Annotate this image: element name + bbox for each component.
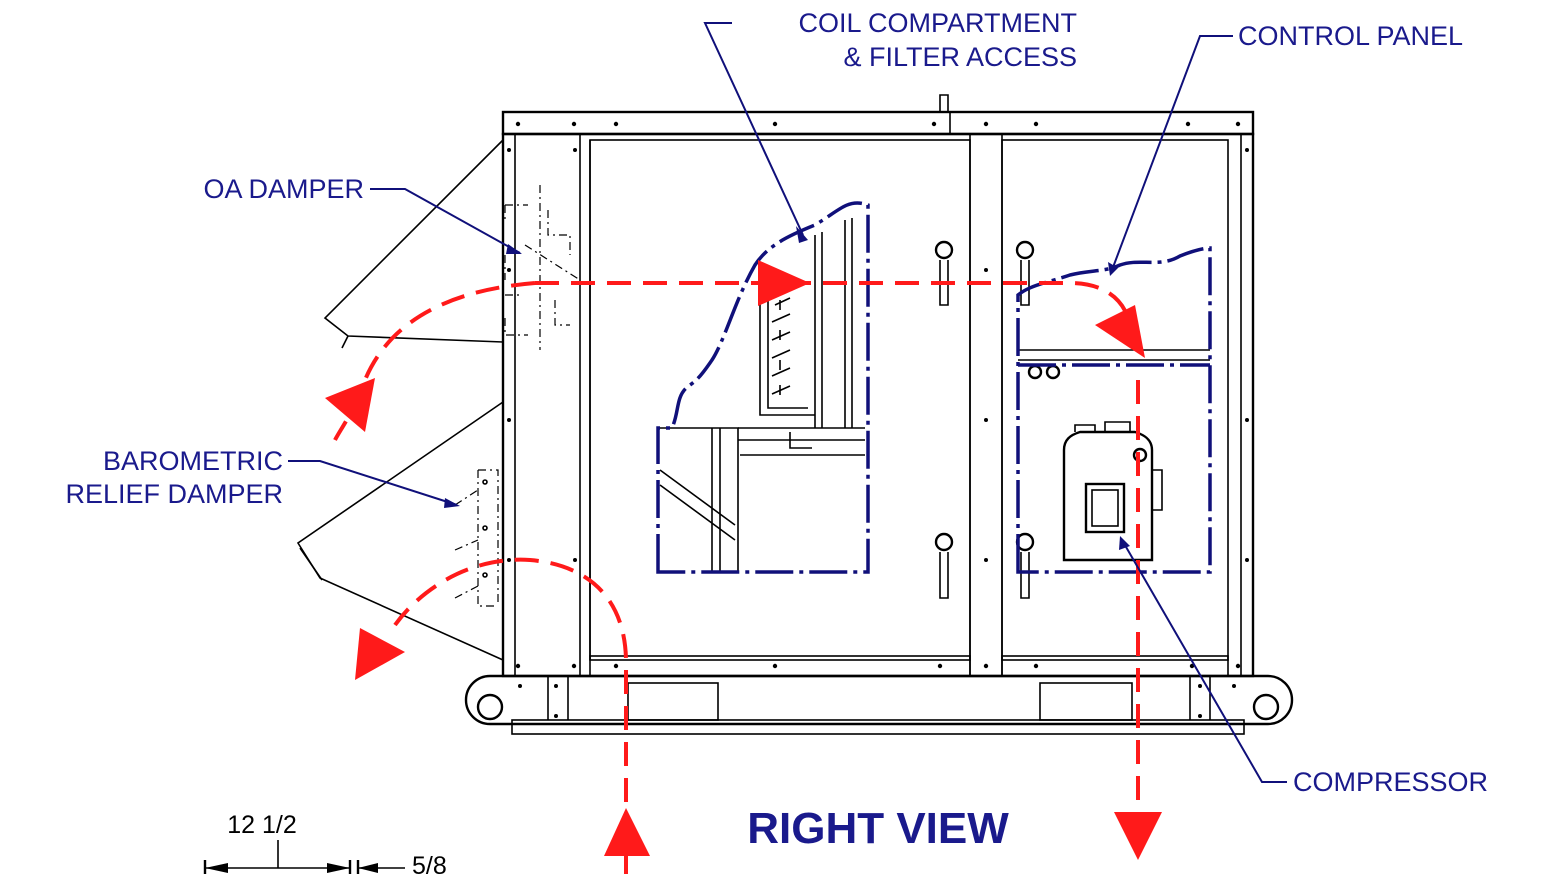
- relief-hood: [296, 401, 504, 661]
- barometric-relief-damper: [454, 469, 499, 607]
- oa-hood: [323, 139, 504, 349]
- supply-arrow-head-2: [1095, 305, 1145, 358]
- coil-compartment-label: COIL COMPARTMENT: [798, 8, 1077, 38]
- coil-compartment-cutaway: [656, 201, 870, 574]
- return-air-path: [393, 557, 628, 874]
- view-title: RIGHT VIEW: [747, 804, 1009, 853]
- filter-access-label: & FILTER ACCESS: [843, 42, 1077, 72]
- oa-damper-leader: [370, 188, 521, 254]
- control-panel-cutaway: [1016, 246, 1212, 574]
- coil-leader: [703, 22, 804, 236]
- unit-casing: [501, 94, 1255, 678]
- compressor-label: COMPRESSOR: [1293, 767, 1488, 797]
- outdoor-air-path: [333, 281, 536, 441]
- outdoor-air-arrow-head: [325, 378, 375, 432]
- evaporator-coil: [658, 218, 865, 572]
- airflow-arrows: [325, 260, 1162, 874]
- base-rail: [464, 674, 1294, 735]
- relief-arrow-head: [355, 628, 405, 680]
- supply-airflow-path: [535, 281, 1132, 326]
- supply-arrow-head-1: [758, 260, 810, 306]
- control-panel-label: CONTROL PANEL: [1238, 21, 1463, 51]
- oa-damper-label: OA DAMPER: [203, 174, 364, 204]
- discharge-arrow-head: [1114, 812, 1162, 860]
- dimension-lines: [203, 840, 405, 874]
- dimension-5-8: 5/8: [412, 852, 447, 874]
- return-arrow-head: [604, 808, 650, 856]
- barometric-label: BAROMETRIC: [103, 446, 283, 476]
- compressor-leader: [1121, 539, 1287, 783]
- relief-damper-label: RELIEF DAMPER: [65, 479, 283, 509]
- baro-leader: [288, 460, 458, 506]
- compressor: [1062, 421, 1163, 562]
- control-panel-leader: [1111, 35, 1233, 271]
- dimension-12-1-2: 12 1/2: [227, 811, 297, 839]
- oa-damper: [504, 185, 581, 350]
- leader-lines: [288, 22, 1287, 783]
